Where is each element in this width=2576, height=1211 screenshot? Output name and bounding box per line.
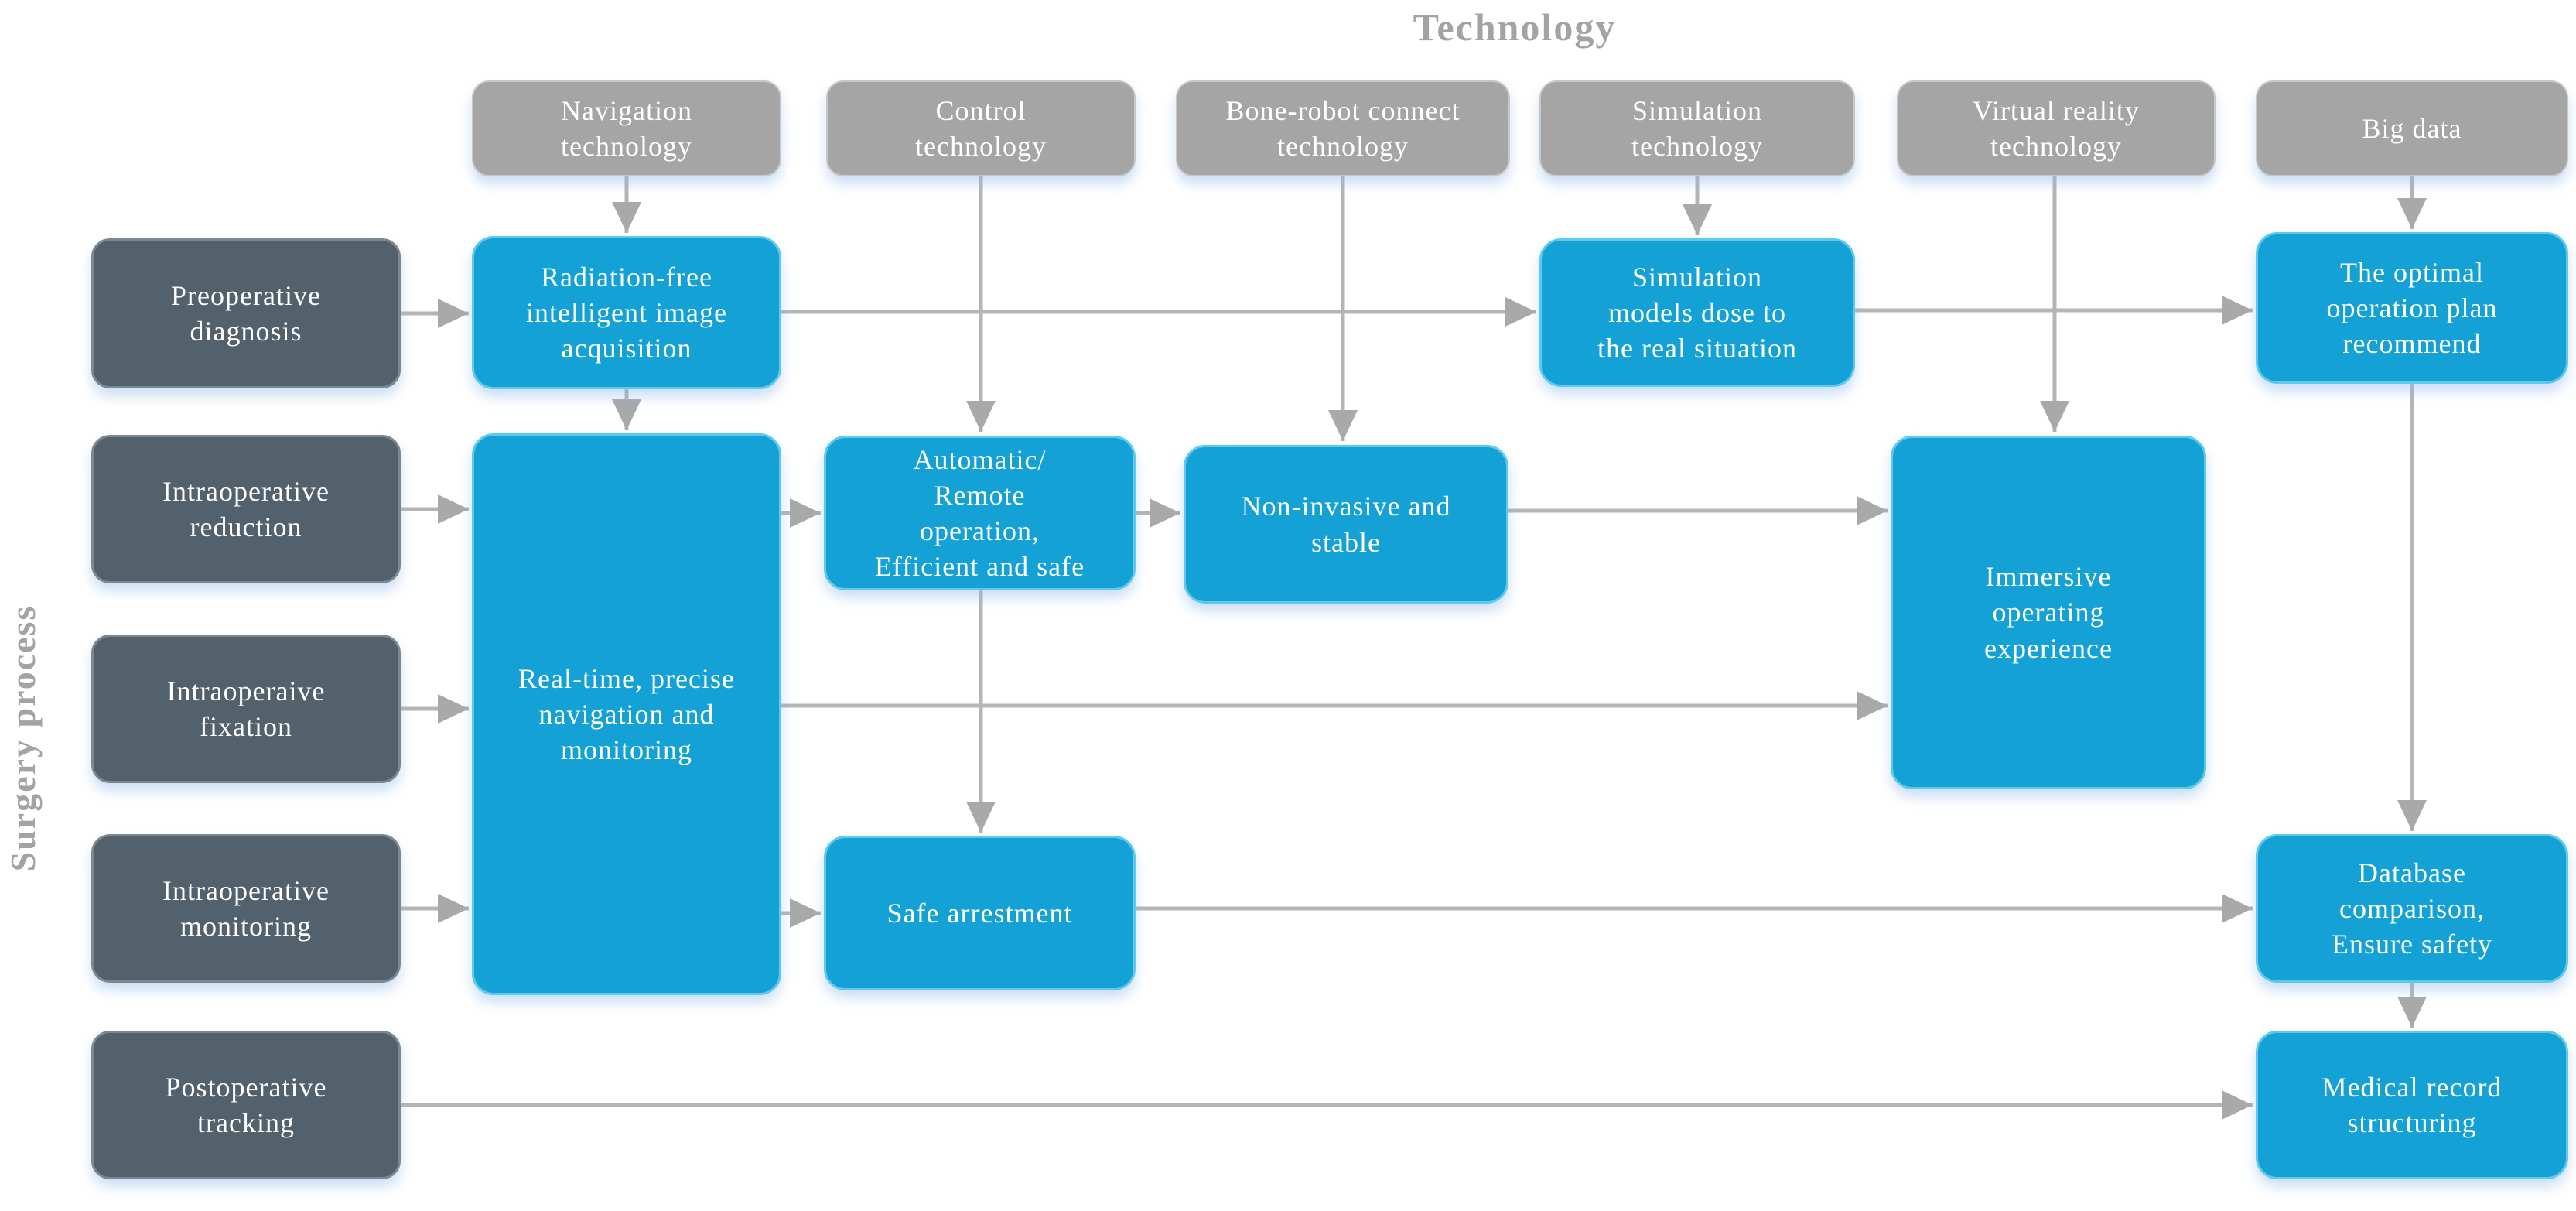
process-box-intraoperative-monitoring: Intraoperative monitoring	[91, 834, 401, 983]
feature-box-automatic-remote-operation: Automatic/ Remote operation, Efficient a…	[824, 436, 1136, 590]
feature-box-real-time-navigation-monitoring: Real-time, precise navigation and monito…	[472, 433, 781, 995]
tech-box-control-technology: Control technology	[826, 80, 1136, 176]
feature-box-safe-arrestment: Safe arrestment	[824, 836, 1136, 990]
tech-box-navigation-technology: Navigation technology	[472, 80, 781, 176]
tech-box-virtual-reality: Virtual reality technology	[1897, 80, 2216, 176]
tech-box-bone-robot-connect: Bone-robot connect technology	[1176, 80, 1510, 176]
feature-box-radiation-free-image-acquisition: Radiation-free intelligent image acquisi…	[472, 236, 781, 389]
feature-box-database-comparison: Database comparison, Ensure safety	[2256, 834, 2568, 983]
feature-box-medical-record-structuring: Medical record structuring	[2256, 1031, 2568, 1179]
tech-box-simulation-technology: Simulation technology	[1539, 80, 1855, 176]
feature-box-optimal-operation-plan: The optimal operation plan recommend	[2256, 232, 2568, 384]
tech-box-big-data: Big data	[2256, 80, 2568, 176]
feature-box-simulation-models: Simulation models dose to the real situa…	[1539, 238, 1855, 387]
process-box-preoperative-diagnosis: Preoperative diagnosis	[91, 238, 401, 388]
process-box-intraoperative-reduction: Intraoperative reduction	[91, 435, 401, 583]
process-box-postoperative-tracking: Postoperative tracking	[91, 1031, 401, 1179]
feature-box-non-invasive-stable: Non-invasive and stable	[1184, 445, 1508, 604]
process-box-intraoperative-fixation: Intraoperaive fixation	[91, 635, 401, 783]
technology-axis-title: Technology	[1413, 5, 1617, 49]
feature-box-immersive-operating-experience: Immersive operating experience	[1891, 436, 2206, 789]
